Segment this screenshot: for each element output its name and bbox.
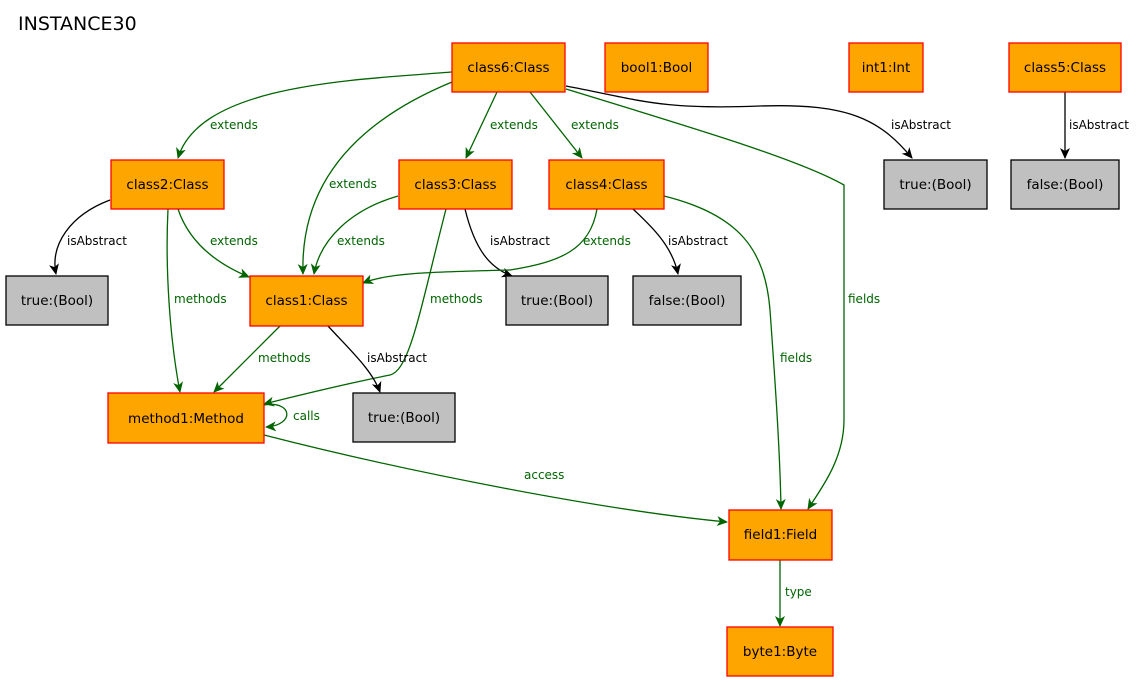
label-class3-methods: methods: [430, 292, 483, 306]
label-method1-calls: calls: [293, 409, 320, 423]
node-true-class1-label: true:(Bool): [368, 410, 440, 426]
node-method1[interactable]: method1:Method: [107, 392, 265, 444]
node-class5-label: class5:Class: [1024, 60, 1106, 76]
edge-class3-methods-method1: [263, 208, 447, 407]
node-int1[interactable]: int1:Int: [848, 42, 924, 93]
node-method1-label: method1:Method: [128, 411, 244, 427]
edge-class4-isabstract-false: [632, 208, 681, 275]
node-class5[interactable]: class5:Class: [1008, 42, 1122, 93]
node-class1[interactable]: class1:Class: [249, 275, 364, 327]
label-class5-isabstract: isAbstract: [1069, 118, 1129, 132]
node-false-class4-label: false:(Bool): [649, 293, 726, 309]
label-class4-isabstract: isAbstract: [668, 234, 728, 248]
edge-labels: extends extends extends extends isAbstra…: [67, 118, 1129, 599]
edge-class4-fields-field1: [663, 195, 786, 510]
node-true-class1[interactable]: true:(Bool): [352, 392, 456, 443]
node-byte1-label: byte1:Byte: [743, 644, 817, 660]
node-true-class3[interactable]: true:(Bool): [505, 275, 609, 326]
node-class4-label: class4:Class: [565, 177, 647, 193]
edge-method1-access-field1: [263, 434, 728, 527]
label-class2-methods: methods: [174, 292, 227, 306]
label-class6-fields: fields: [848, 292, 880, 306]
label-class6-class3-extends: extends: [490, 118, 538, 132]
label-class4-fields: fields: [780, 351, 812, 365]
label-class2-class1-extends: extends: [210, 234, 258, 248]
node-field1[interactable]: field1:Field: [728, 509, 833, 561]
edge-class2-isabstract-true: [49, 199, 111, 275]
node-int1-label: int1:Int: [862, 60, 911, 76]
label-method1-access: access: [524, 468, 564, 482]
edge-method1-calls-method1: [263, 403, 288, 432]
edge-class1-isabstract-true: [327, 325, 382, 393]
node-true-class2[interactable]: true:(Bool): [5, 275, 109, 326]
edge-class3-isabstract-true: [464, 208, 513, 278]
node-class1-label: class1:Class: [265, 293, 347, 309]
node-class2-label: class2:Class: [126, 177, 208, 193]
edge-class6-extends-class4: [529, 91, 583, 159]
edge-class6-extends-class3: [465, 91, 498, 159]
edge-class1-methods-method1: [213, 325, 281, 393]
label-field1-type: type: [785, 585, 812, 599]
node-false-class5[interactable]: false:(Bool): [1010, 159, 1120, 210]
nodes: class6:Class bool1:Bool int1:Int class5:…: [5, 42, 1122, 677]
label-class6-isabstract: isAbstract: [891, 118, 951, 132]
edges: [49, 71, 1070, 627]
label-class4-class1-extends: extends: [583, 234, 631, 248]
node-true-class6[interactable]: true:(Bool): [883, 159, 988, 210]
edge-class3-extends-class1: [310, 195, 399, 275]
label-class6-class2-extends: extends: [210, 118, 258, 132]
edge-class2-methods-method1: [166, 208, 184, 393]
node-class3[interactable]: class3:Class: [398, 159, 513, 210]
label-class3-isabstract: isAbstract: [490, 234, 550, 248]
edge-class6-fields-field1: [565, 88, 845, 510]
node-bool1-label: bool1:Bool: [621, 60, 693, 76]
node-class6[interactable]: class6:Class: [451, 42, 566, 93]
label-class1-isabstract: isAbstract: [367, 351, 427, 365]
node-class4[interactable]: class4:Class: [548, 159, 665, 210]
edge-class6-isabstract-true: [565, 85, 913, 159]
label-class6-class4-extends: extends: [571, 118, 619, 132]
node-false-class4[interactable]: false:(Bool): [632, 275, 742, 326]
label-class6-class1-extends: extends: [329, 177, 377, 191]
node-field1-label: field1:Field: [744, 527, 817, 543]
node-bool1[interactable]: bool1:Bool: [604, 42, 709, 93]
label-class1-methods: methods: [258, 351, 311, 365]
label-class3-class1-extends: extends: [337, 234, 385, 248]
node-true-class6-label: true:(Bool): [899, 177, 971, 193]
node-class6-label: class6:Class: [467, 60, 549, 76]
edge-class4-extends-class1: [362, 208, 598, 284]
label-class2-isabstract: isAbstract: [67, 234, 127, 248]
node-true-class2-label: true:(Bool): [21, 293, 93, 309]
node-false-class5-label: false:(Bool): [1027, 177, 1104, 193]
edge-class2-extends-class1: [177, 208, 250, 278]
edge-class6-extends-class2: [176, 71, 453, 159]
edge-class6-extends-class1: [297, 81, 453, 275]
node-class3-label: class3:Class: [414, 177, 496, 193]
node-class2[interactable]: class2:Class: [110, 159, 225, 210]
diagram-title: INSTANCE30: [18, 13, 137, 35]
node-true-class3-label: true:(Bool): [521, 293, 593, 309]
node-byte1[interactable]: byte1:Byte: [726, 626, 834, 677]
